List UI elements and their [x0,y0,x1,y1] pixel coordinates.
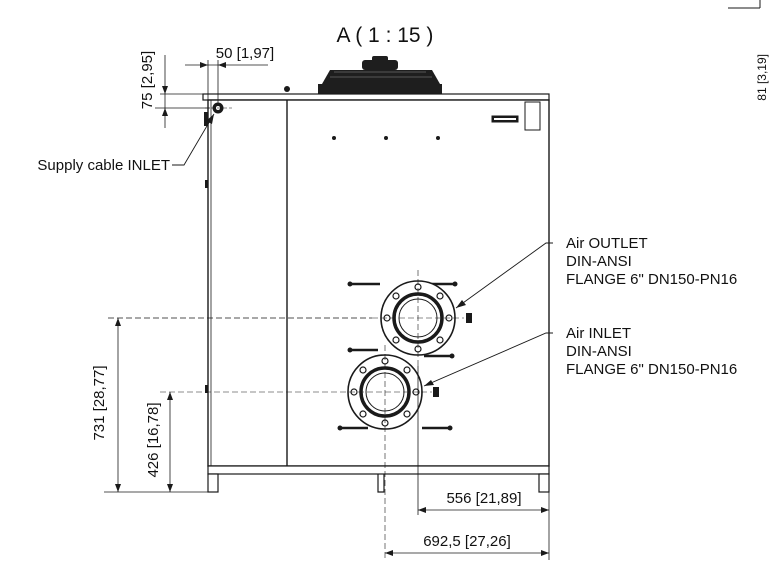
top-right-fragment [728,0,761,9]
dimension-side-offset: 50 [1,97] [216,45,274,62]
air-outlet-line2: DIN-ANSI [566,253,632,270]
cabinet [202,93,550,493]
callout-arrowheads [206,114,466,386]
dimension-inlet-height: 426 [16,78] [145,402,162,477]
callout-leaders [172,113,553,387]
dimension-outlet-horizontal: 556 [21,89] [446,490,521,507]
base-frame [207,465,550,475]
foot-left [207,473,219,493]
dimension-lines [104,55,550,560]
dimension-top-offset: 75 [2,95] [139,51,156,109]
callout-supply-cable: Supply cable INLET [37,157,170,174]
air-outlet-line1: Air OUTLET [566,235,648,252]
callout-air-outlet: Air OUTLET DIN-ANSI FLANGE 6" DN150-PN16 [566,235,737,288]
side-details [204,86,290,393]
supply-cable-inlet [205,102,232,114]
panel-screws [332,136,440,140]
dimension-right-edge-partial: 81 [3,19] [755,54,769,101]
air-inlet-line1: Air INLET [566,325,631,342]
bracket-ends [337,281,458,431]
label-plate [491,101,541,131]
dimension-arrows [115,62,549,556]
air-outlet-line3: FLANGE 6" DN150-PN16 [566,271,737,288]
dimension-outlet-height: 731 [28,77] [91,365,108,440]
foot-right [538,473,550,493]
air-outlet-flange [372,270,472,366]
air-inlet-line3: FLANGE 6" DN150-PN16 [566,361,737,378]
callout-air-inlet: Air INLET DIN-ANSI FLANGE 6" DN150-PN16 [566,325,737,378]
air-inlet-flange [160,345,439,560]
cabinet-top-plate [202,93,550,101]
air-inlet-line2: DIN-ANSI [566,343,632,360]
fan-unit [318,56,442,94]
dimension-inlet-horizontal: 692,5 [27,26] [423,533,511,550]
pipe-brackets [340,282,455,430]
view-title: A ( 1 : 15 ) [337,24,434,47]
